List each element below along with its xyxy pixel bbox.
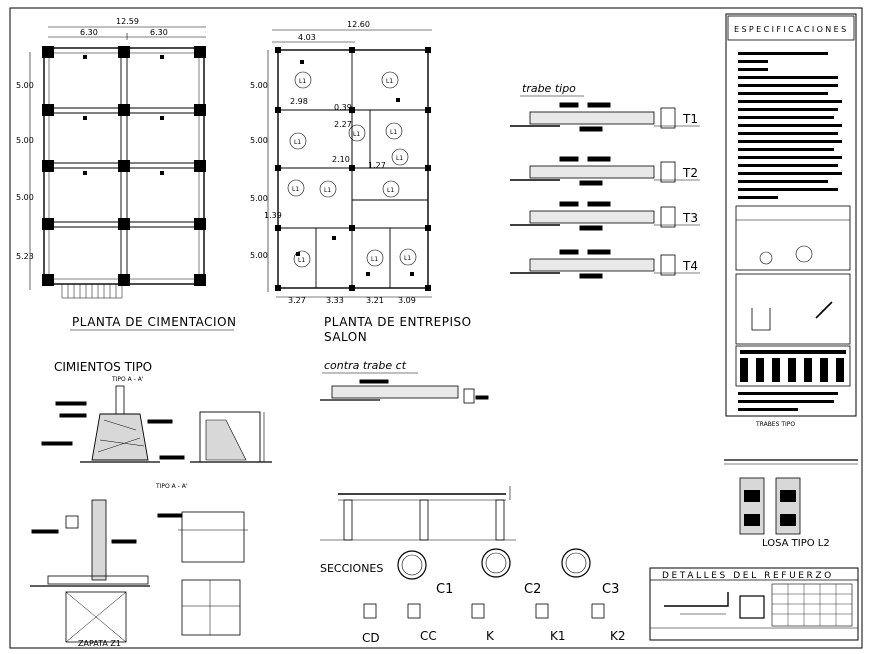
- slab-type-title: LOSA TIPO L2: [762, 538, 830, 549]
- foundation-row-dim: 5.00: [16, 136, 34, 145]
- slab-label: L1: [294, 139, 301, 146]
- beam-t2: [510, 156, 700, 186]
- slab-label: L1: [299, 78, 306, 85]
- mezz-bottom-dim: 3.09: [398, 296, 416, 305]
- mezz-row-dim: 5.00: [250, 251, 268, 260]
- footing-details: [41, 385, 272, 463]
- mezz-row-dim: 5.00: [250, 136, 268, 145]
- slab-label: L1: [298, 257, 305, 264]
- footing-sub-bottom: TIPO A - A': [155, 483, 188, 490]
- section-label: K2: [610, 629, 626, 643]
- slab-label: L1: [292, 186, 299, 193]
- mezzanine-plan-title: PLANTA DE ENTREPISO: [324, 315, 472, 329]
- mezz-dim-first: 4.03: [298, 33, 316, 42]
- slab-type-detail: [724, 459, 858, 535]
- foundation-row-dim: 5.00: [16, 193, 34, 202]
- sections-title: SECCIONES: [320, 562, 383, 575]
- mezz-inner-dim: 2.10: [332, 155, 350, 164]
- specs-footer: TRABES TIPO: [755, 421, 795, 428]
- foundation-dim-left: 6.30: [80, 28, 98, 37]
- column-sections: [363, 548, 605, 619]
- beam-t4: [510, 249, 700, 279]
- beam-label: T1: [682, 112, 698, 126]
- mezz-inner-dim: 1.27: [368, 161, 386, 170]
- mezz-dim-total: 12.60: [347, 20, 370, 29]
- slab-label: L1: [396, 155, 403, 162]
- section-label: CD: [362, 631, 380, 645]
- footings-title: CIMIENTOS TIPO: [54, 360, 152, 374]
- slab-label: L1: [387, 187, 394, 194]
- beam-t1: [510, 102, 700, 132]
- beam-t3: [510, 201, 700, 231]
- rebar-details-box: [649, 567, 859, 641]
- elevation-section: [320, 486, 516, 541]
- zapata-title: ZAPATA Z1: [78, 639, 121, 648]
- foundation-plan: [29, 26, 206, 299]
- foundation-plan-title: PLANTA DE CIMENTACION: [72, 315, 237, 329]
- beam-label: T2: [682, 166, 698, 180]
- mezz-bottom-dim: 3.33: [326, 296, 344, 305]
- slab-label: L1: [404, 255, 411, 262]
- mezzanine-slab-labels: L1 L1 L1 L1 L1 L1 L1 L1 L1 L1 L1 L1: [292, 78, 411, 264]
- mezz-inner-dim: 0.39: [334, 103, 352, 112]
- mezz-bottom-dim: 3.27: [288, 296, 306, 305]
- mezzanine-plan: [267, 29, 432, 298]
- slab-label: L1: [386, 78, 393, 85]
- beam-label: T3: [682, 211, 698, 225]
- foundation-row-dim: 5.00: [16, 81, 34, 90]
- beam-details: [510, 102, 700, 279]
- mezz-inner-dim: 2.27: [334, 120, 352, 129]
- section-label: K1: [550, 629, 566, 643]
- specs-title: ESPECIFICACIONES: [734, 25, 849, 34]
- mezz-inner-dim: 1.39: [264, 211, 282, 220]
- footing-sub-top: TIPO A - A': [111, 376, 144, 383]
- counter-beam-title: contra trabe ct: [324, 359, 407, 372]
- slab-label: L1: [324, 187, 331, 194]
- zapata-detail: [30, 499, 248, 643]
- column-label: C3: [602, 582, 619, 597]
- mezz-row-dim: 5.00: [250, 81, 268, 90]
- foundation-dim-right: 6.30: [150, 28, 168, 37]
- beam-label: T4: [682, 259, 698, 273]
- sheet-border: [9, 7, 863, 649]
- column-label: C2: [524, 582, 541, 597]
- section-label: CC: [420, 629, 437, 643]
- column-label: C1: [436, 582, 453, 597]
- rebar-details-title: DETALLES DEL REFUERZO: [662, 571, 834, 581]
- foundation-row-dim: 5.23: [16, 252, 34, 261]
- beams-title: trabe tipo: [522, 82, 576, 95]
- slab-label: L1: [390, 129, 397, 136]
- slab-label: L1: [353, 131, 360, 138]
- section-label: K: [486, 629, 495, 643]
- slab-label: L1: [371, 256, 378, 263]
- counter-beam-detail: [320, 379, 489, 404]
- mezzanine-plan-subtitle: SALON: [324, 330, 367, 344]
- mezz-row-dim: 5.00: [250, 194, 268, 203]
- mezz-bottom-dim: 3.21: [366, 296, 384, 305]
- mezz-inner-dim: 2.98: [290, 97, 308, 106]
- specs-panel: [725, 13, 857, 417]
- foundation-dim-total: 12.59: [116, 17, 139, 26]
